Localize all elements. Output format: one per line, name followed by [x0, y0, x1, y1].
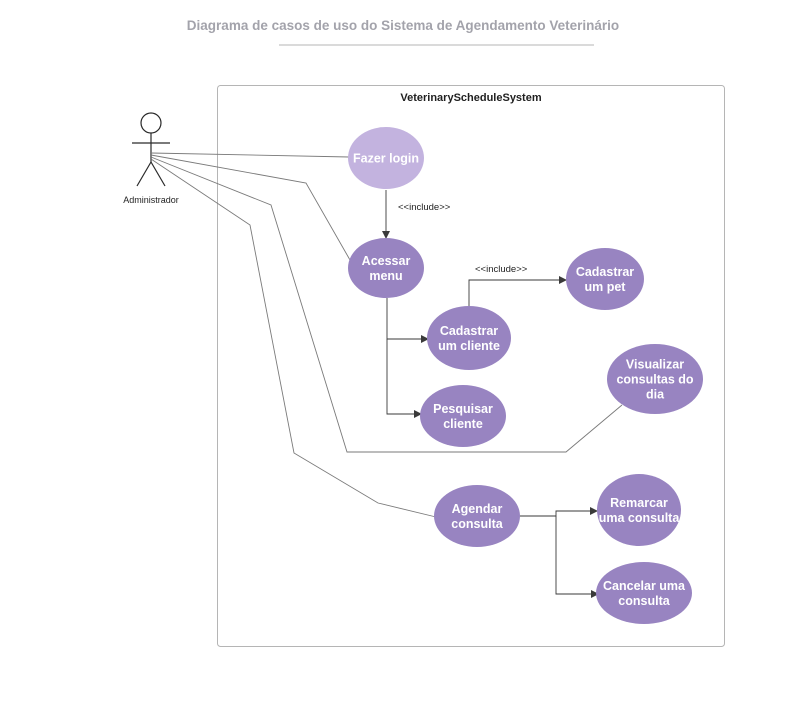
use-case-label: Acessar [362, 254, 411, 268]
use-case-label: Cadastrar [576, 265, 634, 279]
use-case-label: Pesquisar [433, 402, 493, 416]
agendar-cancelar-line [555, 516, 599, 598]
include-label-cliente-pet: <<include>> [475, 264, 528, 275]
assoc-menu [150, 154, 351, 261]
use-case-ellipse [348, 238, 424, 298]
use-case-label: Agendar [452, 502, 503, 516]
use-case-fazer-login[interactable]: Fazer login [348, 127, 424, 189]
use-case-label: Cancelar uma [603, 579, 686, 593]
use-case-label: um cliente [438, 339, 500, 353]
use-case-ellipse [427, 306, 511, 370]
menu-cliente-line [386, 298, 429, 343]
system-boundary [217, 85, 725, 647]
use-case-ellipse [596, 562, 692, 624]
assoc-agendar [150, 158, 437, 518]
diagram-title: Diagrama de casos de uso do Sistema de A… [186, 18, 620, 33]
include-label-login-menu: <<include>> [398, 202, 451, 213]
use-case-label: dia [646, 388, 665, 402]
menu-pesquisar-line [386, 339, 422, 418]
use-case-ellipse [434, 485, 520, 547]
system-name: VeterinaryScheduleSystem [400, 92, 541, 104]
assoc-visualizar [150, 156, 623, 453]
use-case-label: Visualizar [626, 358, 684, 372]
use-case-label: um pet [585, 280, 627, 294]
use-case-ellipse [348, 127, 424, 189]
actor-head [140, 112, 162, 134]
use-case-ellipse [566, 248, 644, 310]
use-case-label: consultas do [616, 373, 693, 387]
use-case-label: Remarcar [610, 496, 668, 510]
actor-left-leg [136, 161, 152, 187]
actor-right-leg [150, 161, 166, 187]
use-case-label: consulta [451, 517, 503, 531]
use-case-label: menu [369, 269, 402, 283]
actor-administrador[interactable]: Administrador [123, 112, 179, 205]
include-relations [382, 190, 599, 598]
use-case-ellipse [607, 344, 703, 414]
actor-label: Administrador [123, 195, 179, 205]
agendar-remarcar-line [520, 507, 598, 517]
associations [150, 152, 623, 518]
include-cliente-pet-line [468, 276, 567, 306]
use-case-label: cliente [443, 417, 483, 431]
use-case-ellipse [597, 474, 681, 546]
use-case-ellipse [420, 385, 506, 447]
use-case-label: consulta [618, 594, 670, 608]
use-case-label: Fazer login [353, 152, 419, 166]
use-case-label: uma consulta [599, 511, 681, 525]
use-case-label: Cadastrar [440, 324, 498, 338]
assoc-login [150, 152, 350, 158]
